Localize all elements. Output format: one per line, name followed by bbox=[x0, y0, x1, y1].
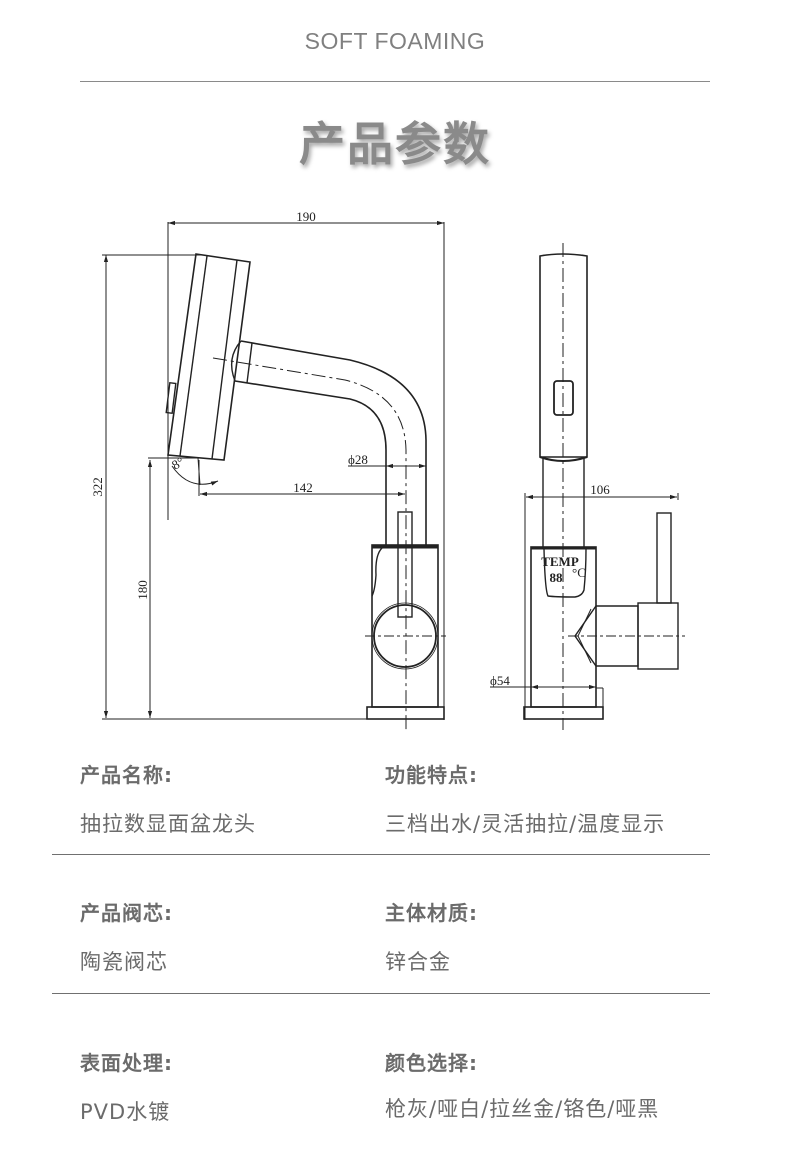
spray-head bbox=[165, 253, 251, 461]
dim-label-diameter-28: ϕ28 bbox=[348, 452, 368, 467]
dimension-width-190 bbox=[167, 220, 445, 720]
dimension-height-180 bbox=[147, 457, 200, 718]
pullout-head bbox=[539, 253, 588, 547]
front-view bbox=[102, 220, 446, 730]
spec-label: 产品阀芯: bbox=[80, 901, 173, 925]
technical-drawing: 190 322 180 142 ϕ28 8° bbox=[90, 209, 685, 730]
spec-surface-finish: 表面处理: PVD水镀 bbox=[80, 1047, 173, 1126]
spec-color-options: 颜色选择: 枪灰/哑白/拉丝金/铬色/哑黑 bbox=[385, 1047, 659, 1123]
spec-label: 产品名称: bbox=[80, 763, 173, 787]
spec-value: PVD水镀 bbox=[80, 1100, 171, 1124]
dim-label-106: 106 bbox=[590, 482, 610, 497]
section-divider bbox=[52, 854, 710, 855]
spec-valve-core: 产品阀芯: 陶瓷阀芯 bbox=[80, 897, 173, 976]
spec-product-name: 产品名称: 抽拉数显面盆龙头 bbox=[80, 759, 256, 838]
side-view bbox=[490, 243, 685, 730]
spout-tube bbox=[212, 340, 427, 730]
spec-features: 功能特点: 三档出水/灵活抽拉/温度显示 bbox=[385, 759, 665, 838]
header-divider bbox=[80, 81, 710, 82]
dim-label-322: 322 bbox=[90, 477, 105, 497]
page-title: 产品参数 bbox=[299, 117, 491, 171]
spec-value: 枪灰/哑白/拉丝金/铬色/哑黑 bbox=[385, 1097, 660, 1121]
spec-label: 功能特点: bbox=[385, 763, 478, 787]
dim-label-180: 180 bbox=[135, 580, 150, 600]
spec-label: 颜色选择: bbox=[385, 1051, 478, 1075]
spec-label: 主体材质: bbox=[385, 901, 478, 925]
dimension-height-322 bbox=[102, 254, 444, 720]
dim-label-diameter-54: ϕ54 bbox=[490, 673, 510, 688]
spec-value: 陶瓷阀芯 bbox=[80, 950, 168, 974]
spec-value: 锌合金 bbox=[385, 950, 451, 974]
faucet-body bbox=[365, 511, 446, 720]
spec-value: 三档出水/灵活抽拉/温度显示 bbox=[385, 812, 666, 836]
dim-label-142: 142 bbox=[293, 480, 313, 495]
spec-value: 抽拉数显面盆龙头 bbox=[80, 812, 256, 836]
display-label: TEMP bbox=[541, 554, 579, 569]
brand-name: SOFT FOAMING bbox=[304, 28, 486, 54]
dim-label-190: 190 bbox=[296, 209, 316, 224]
display-unit: °C bbox=[572, 565, 586, 580]
spec-material: 主体材质: 锌合金 bbox=[385, 897, 478, 976]
section-divider bbox=[52, 993, 710, 994]
side-body bbox=[523, 512, 685, 720]
display-digits: 88 bbox=[550, 570, 564, 585]
spec-label: 表面处理: bbox=[80, 1051, 173, 1075]
dimension-depth-106 bbox=[524, 493, 679, 720]
temperature-display: TEMP 88 °C bbox=[541, 554, 586, 585]
tilt-angle-mark bbox=[171, 457, 219, 486]
